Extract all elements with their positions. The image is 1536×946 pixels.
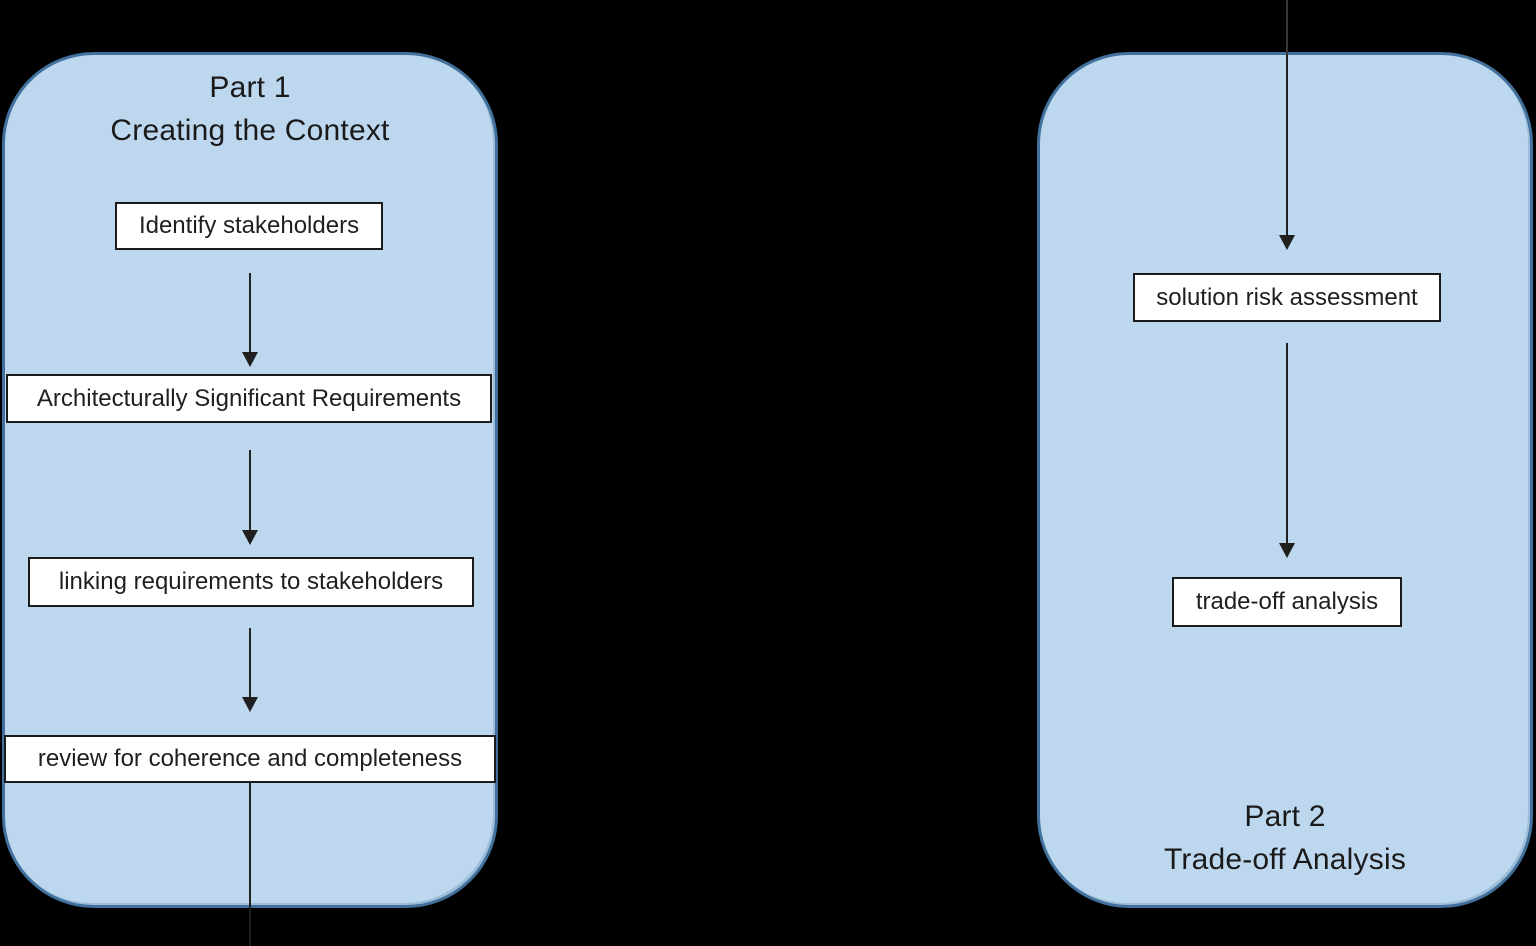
arrow-head-icon: [242, 530, 258, 545]
arrow-head-icon: [1279, 543, 1295, 558]
part1-title-line2: Creating the Context: [110, 114, 390, 147]
part1-title-line1: Part 1: [209, 71, 291, 104]
arrow-line: [1286, 55, 1288, 236]
arrow-head-icon: [242, 352, 258, 367]
exit-connector-line-offpanel: [249, 908, 251, 946]
arrow-line: [249, 450, 251, 531]
step-box-solution-risk-assessment: solution risk assessment: [1133, 273, 1441, 322]
exit-connector-line: [249, 783, 251, 908]
step-box-linking-requirements-to-stakeholders: linking requirements to stakeholders: [28, 557, 474, 607]
step-label: linking requirements to stakeholders: [58, 568, 444, 595]
part2-title: Part 2 Trade-off Analysis: [1037, 795, 1533, 881]
part2-title-line1: Part 2: [1244, 800, 1326, 833]
step-label: Architecturally Significant Requirements: [36, 384, 462, 412]
entry-connector-line-offpanel: [1286, 0, 1288, 55]
step-box-identify-stakeholders: Identify stakeholders: [115, 202, 383, 250]
step-label: trade-off analysis: [1195, 588, 1379, 615]
step-label: Identify stakeholders: [138, 212, 360, 239]
step-box-review-for-coherence-and-completeness: review for coherence and completeness: [4, 735, 496, 783]
step-label: review for coherence and completeness: [37, 745, 463, 772]
arrow-head-icon: [242, 697, 258, 712]
step-box-trade-off-analysis: trade-off analysis: [1172, 577, 1402, 627]
arrow-line: [249, 628, 251, 698]
part2-panel: [1037, 52, 1533, 908]
part1-title: Part 1 Creating the Context: [2, 66, 498, 152]
step-label: solution risk assessment: [1156, 283, 1418, 311]
part2-title-line2: Trade-off Analysis: [1163, 843, 1407, 876]
arrow-line: [249, 273, 251, 353]
arrow-line: [1286, 343, 1288, 544]
step-box-architecturally-significant-requirements: Architecturally Significant Requirements: [6, 374, 492, 423]
arrow-head-icon: [1279, 235, 1295, 250]
